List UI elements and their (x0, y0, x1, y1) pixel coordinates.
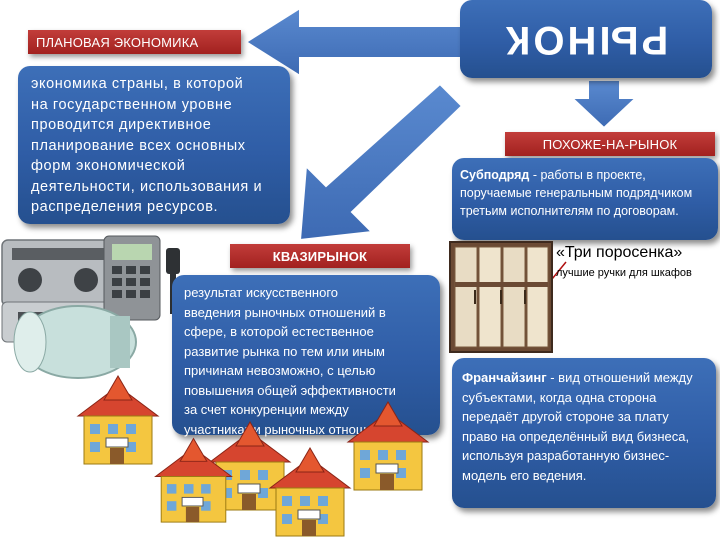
planned-line: на государственном уровне (31, 96, 233, 113)
quasi-line: введения рыночных отношений в (184, 304, 386, 320)
buildings-illustration (77, 375, 429, 537)
planned-line: распределения ресурсов. (31, 199, 219, 215)
planned-line: планирование всех основных (31, 137, 246, 154)
quasi-line: повышения общей эффективности (184, 382, 396, 398)
arrow-to-planned (244, 6, 463, 78)
quasi-line: участниками рыночных отношений. (184, 421, 399, 437)
subcontract-text: - работы в проекте, поручаемые генеральн… (460, 168, 693, 218)
quasi-market-description: результат искусственного введения рыночн… (172, 275, 440, 437)
quasi-market-title: КВАЗИРЫНОК (230, 244, 410, 268)
franchise-text: - вид отношений между субъектами, когда … (462, 370, 693, 483)
arrow-to-quasi (298, 82, 464, 242)
quasi-line: сфере, в которой естественное (184, 324, 374, 339)
quasi-line: за счет конкуренции между (184, 402, 349, 417)
quasi-line: причинам невозможно, с целью (184, 363, 376, 378)
three-pigs-subtitle: лучшие ручки для шкафов (556, 267, 692, 279)
arrow-to-similar (569, 79, 639, 130)
planned-line: форм экономической (31, 158, 186, 174)
similar-to-market-title: ПОХОЖЕ-НА-РЫНОК (505, 132, 715, 156)
subcontract-term: Субподряд (460, 168, 530, 182)
subcontract-description: Субподряд - работы в проекте, поручаемые… (452, 158, 718, 240)
franchise-term: Франчайзинг (462, 370, 547, 385)
market-box: РЫНОК (460, 0, 712, 78)
market-title: РЫНОК (503, 17, 669, 62)
planned-line: проводится директивное (31, 117, 212, 133)
planned-economy-description: экономика страны, в которой на государст… (18, 66, 290, 224)
quasi-line: результат искусственного (184, 285, 339, 300)
electronics-illustration (1, 235, 180, 379)
planned-line: деятельности, использования и (31, 178, 263, 195)
quasi-line: развитие рынка по тем или иным (184, 343, 385, 359)
franchise-description: Франчайзинг - вид отношений между субъек… (452, 358, 716, 508)
three-pigs-title: «Три поросенка» (556, 244, 683, 261)
wardrobe-illustration (449, 241, 553, 353)
planned-economy-title: ПЛАНОВАЯ ЭКОНОМИКА (28, 30, 241, 54)
planned-line: экономика страны, в которой (31, 76, 244, 92)
